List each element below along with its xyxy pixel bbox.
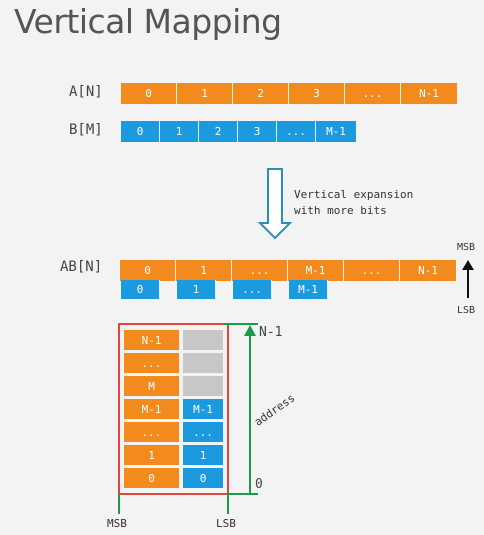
ab-bottom-cell: ... [233, 280, 272, 299]
b-cell: 2 [199, 121, 238, 142]
expansion-arrow-icon [257, 168, 293, 240]
address-bottom-label: 0 [255, 477, 263, 492]
ab-top-cell: ... [344, 260, 400, 281]
memory-right-cell-empty [183, 376, 223, 396]
ab-top-cell: 1 [176, 260, 232, 281]
b-cell: 0 [121, 121, 160, 142]
ab-array-label: AB[N] [60, 259, 103, 275]
a-cell: ... [345, 83, 401, 104]
a-cell: N-1 [401, 83, 457, 104]
a-cell: 2 [233, 83, 289, 104]
expansion-text-line1: Vertical expansion [294, 188, 414, 201]
address-top-label: N-1 [259, 325, 283, 340]
memory-right-cell: 1 [183, 445, 223, 465]
memory-left-cell: M [124, 376, 179, 396]
memory-left-cell: 0 [124, 468, 179, 488]
b-array: 0 1 2 3 ... M-1 [121, 121, 356, 142]
ab-bottom-cell: 1 [177, 280, 216, 299]
memory-left-cell: ... [124, 422, 179, 442]
b-cell: 1 [160, 121, 199, 142]
lsb-bottom-label: LSB [216, 517, 236, 530]
a-cell: 0 [121, 83, 177, 104]
memory-right-cell-empty [183, 353, 223, 373]
msb-bottom-label: MSB [107, 517, 127, 530]
memory-left-cell: N-1 [124, 330, 179, 350]
ab-top-cell: M-1 [288, 260, 344, 281]
memory-right-cell: 0 [183, 468, 223, 488]
a-array: 0 1 2 3 ... N-1 [121, 83, 457, 104]
memory-left-cell: ... [124, 353, 179, 373]
a-array-label: A[N] [69, 84, 103, 100]
b-cell: M-1 [316, 121, 356, 142]
expansion-text-line2: with more bits [294, 204, 387, 217]
memory-right-cell-empty [183, 330, 223, 350]
memory-right-cell: M-1 [183, 399, 223, 419]
b-cell: 3 [238, 121, 277, 142]
ab-bottom-cell: 0 [121, 280, 160, 299]
page-title: Vertical Mapping [14, 2, 282, 41]
memory-frame [118, 323, 229, 495]
a-cell: 1 [177, 83, 233, 104]
memory-right-cell: ... [183, 422, 223, 442]
ab-array-top: 0 1 ... M-1 ... N-1 [120, 260, 456, 281]
b-cell: ... [277, 121, 316, 142]
msb-right-label: MSB [457, 242, 476, 253]
a-cell: 3 [289, 83, 345, 104]
ab-bottom-cell: M-1 [289, 280, 328, 299]
ab-top-cell: 0 [120, 260, 176, 281]
memory-left-cell: M-1 [124, 399, 179, 419]
ab-top-cell: ... [232, 260, 288, 281]
memory-left-cell: 1 [124, 445, 179, 465]
b-array-label: B[M] [69, 122, 103, 138]
lsb-right-label: LSB [457, 305, 476, 316]
ab-top-cell: N-1 [400, 260, 456, 281]
